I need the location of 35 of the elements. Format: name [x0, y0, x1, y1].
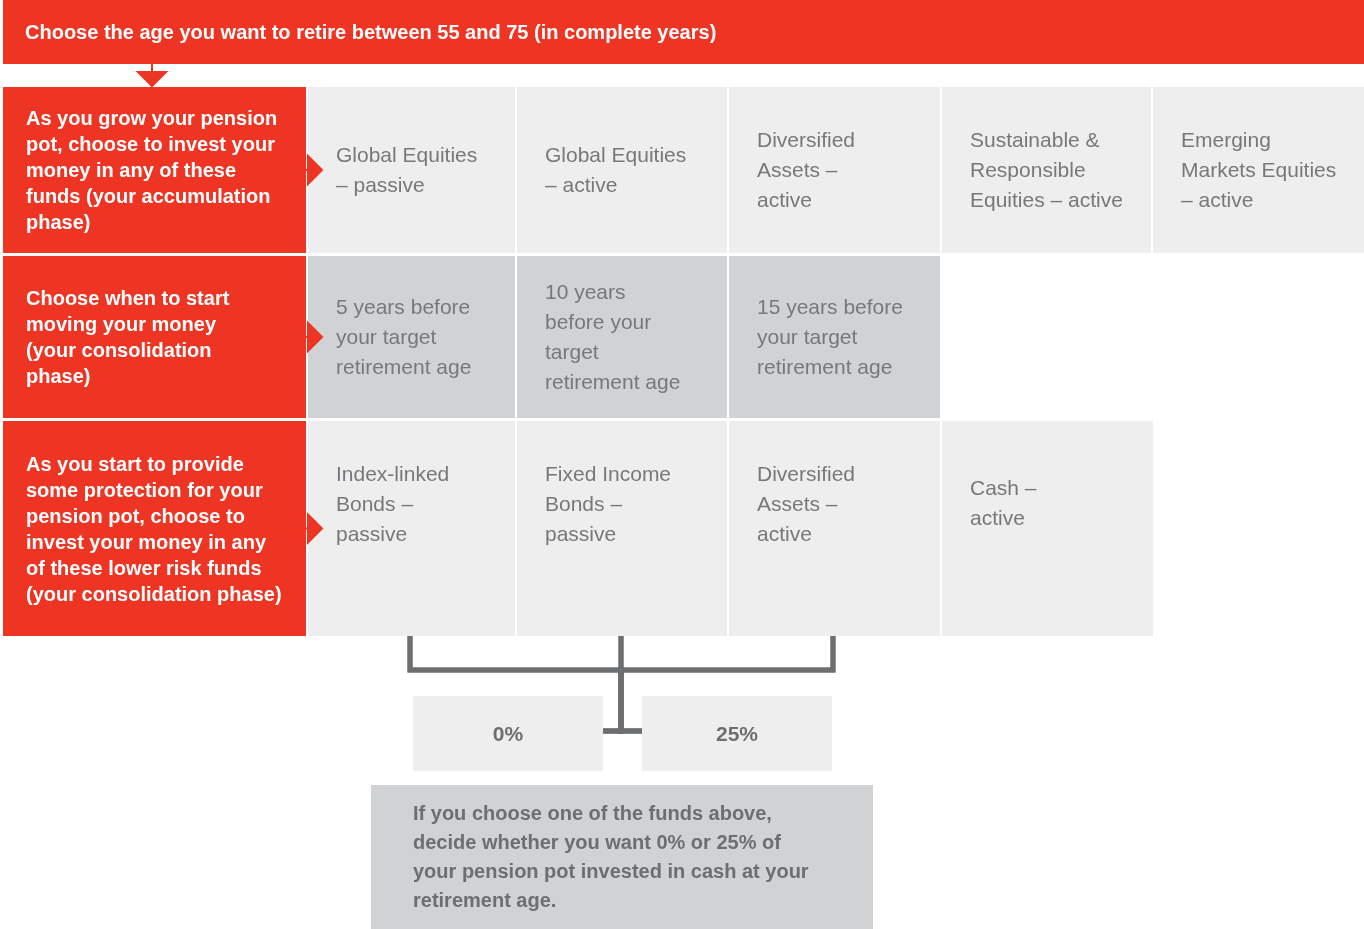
step-text: As you start to provide some protection for your pension pot, choose to invest your money in any of these lower risk funds (your consolidation phase) — [26, 451, 283, 607]
fund-name: Fixed Income Bonds – passive — [545, 461, 673, 547]
pointer-arrow — [305, 513, 324, 544]
fund-name: Sustainable & Responsible Equities – active — [970, 127, 1124, 213]
banner — [3, 0, 1364, 64]
note-box: If you choose one of the funds above, decide whether you want 0% or 25% of your pension pot invested in cash at your retirement age. — [371, 785, 873, 929]
step-box — [3, 87, 306, 253]
bracket-connector — [603, 636, 624, 734]
step-text: Choose when to start moving your money (your consolidation phase) — [26, 286, 231, 389]
pointer-arrow — [137, 63, 167, 88]
fund-box — [517, 421, 727, 636]
fund-name: Global Equities – active — [545, 142, 688, 198]
fund-name: Emerging Markets Equities – active — [1181, 127, 1338, 213]
timing-text: 5 years before your target retirement age — [336, 294, 473, 380]
step-box — [3, 421, 306, 636]
fund-box — [729, 421, 940, 636]
fund-name: Diversified Assets – active — [757, 461, 857, 547]
timing-box — [308, 256, 515, 418]
fund-name: Global Equities – passive — [336, 142, 479, 198]
fund-name: Index-linked Bonds – passive — [336, 461, 451, 547]
banner-text: Choose the age you want to retire between 55 and 75 (in complete years) — [25, 20, 718, 45]
fund-box — [308, 421, 515, 636]
percentage-option: 0% — [413, 696, 603, 771]
timing-text: 10 years before your target retirement age — [545, 279, 682, 395]
step-box — [3, 256, 306, 418]
pointer-arrow — [305, 322, 324, 352]
percentage-option: 25% — [642, 696, 832, 771]
fund-name: Diversified Assets – active — [757, 127, 857, 213]
fund-name: Cash – active — [970, 475, 1038, 531]
timing-box — [517, 256, 727, 418]
timing-text: 15 years before your target retirement age — [757, 294, 904, 380]
step-text: As you grow your pension pot, choose to invest your money in any of these funds (your accumulation phase) — [26, 106, 279, 235]
pointer-arrow — [305, 155, 324, 185]
fund-box — [308, 87, 515, 253]
timing-box — [729, 256, 940, 418]
